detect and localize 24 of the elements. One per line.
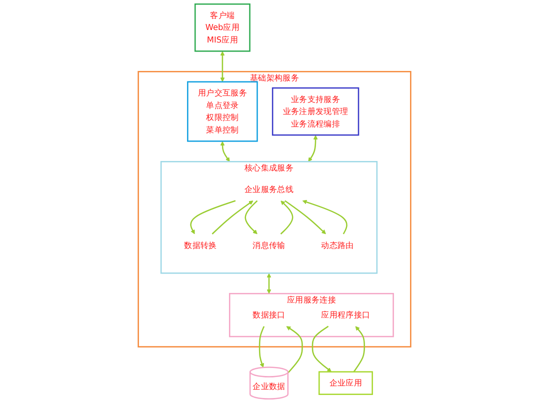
arrow xyxy=(212,200,254,234)
arrow xyxy=(266,273,272,294)
arrow xyxy=(244,200,258,234)
node-text: 消息传输 xyxy=(252,240,286,250)
node-box: 业务支持服务 业务注册发现管理 业务流程编排 xyxy=(272,87,360,136)
node-box: 企业应用 xyxy=(318,371,373,395)
arrow xyxy=(308,135,318,162)
arrow xyxy=(312,326,332,372)
node-box: 用户交互服务 单点登录 权限控制 菜单控制 xyxy=(187,81,258,142)
node-box: 客户端 Web应用 MIS应用 xyxy=(194,3,250,52)
arrow xyxy=(220,141,230,162)
node-text: 企业服务总线 xyxy=(244,184,294,194)
node-text: 应用程序接口 xyxy=(321,310,370,320)
arrow xyxy=(353,326,366,372)
arrow xyxy=(280,200,294,234)
node-text: 动态路由 xyxy=(321,240,354,250)
arrow xyxy=(190,200,236,234)
node-text: 数据转换 xyxy=(184,240,217,250)
arrow xyxy=(220,51,225,82)
arrow xyxy=(258,326,265,368)
arrow xyxy=(284,200,326,234)
node-text: 数据接口 xyxy=(252,310,286,320)
arrow xyxy=(302,200,348,234)
arrow xyxy=(286,326,303,374)
